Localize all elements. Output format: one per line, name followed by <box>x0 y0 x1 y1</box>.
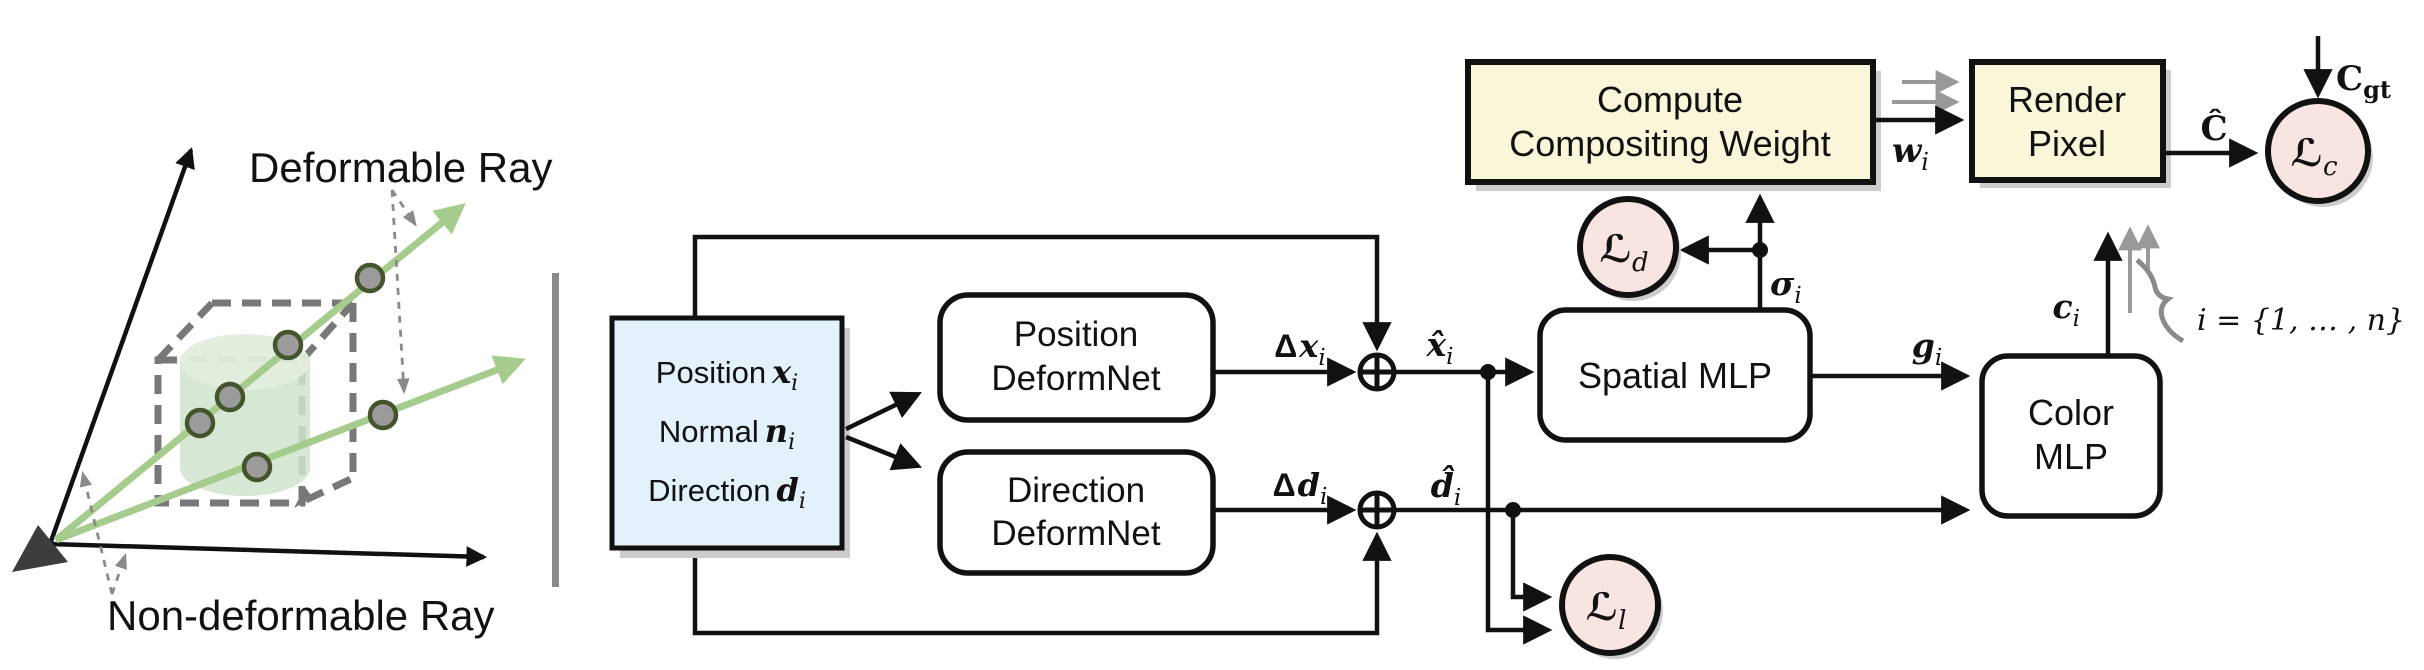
color-mlp-box <box>1979 353 2163 519</box>
g-label: gi <box>1912 326 1942 371</box>
cylinder-body <box>180 362 310 496</box>
axis-right-arrow <box>49 541 488 567</box>
d-hat-label: d̂i <box>1431 464 1461 511</box>
sample-point <box>214 381 246 413</box>
nondeformable-label-arrow-2 <box>110 553 127 595</box>
branch-arrow-direction <box>845 434 923 471</box>
cube-top-right-diagonal <box>299 300 356 363</box>
render-pixel-box <box>1969 59 2166 183</box>
deformable-ray-label: Deformable Ray <box>249 144 552 191</box>
adder-position <box>1357 352 1397 392</box>
ray-sample-points <box>184 262 399 483</box>
deformable-ray-1 <box>53 203 466 543</box>
loss-l-circle <box>1559 554 1661 656</box>
cube-corner-arrowhead <box>294 487 313 508</box>
section-divider <box>552 273 559 587</box>
cube-top-left-diagonal <box>155 300 215 363</box>
index-brace <box>2135 258 2185 344</box>
sigma-label: σi <box>1770 264 1802 309</box>
loss-l-label: ℒl <box>1586 584 1627 636</box>
direction-deformnet-box <box>937 449 1216 576</box>
spatial-mlp-label: Spatial MLP <box>1578 355 1772 396</box>
deformable-label-arrow-2 <box>390 189 410 395</box>
loss-d-label: ℒd <box>1599 226 1648 278</box>
render-pixel-line2: Pixel <box>2028 123 2106 164</box>
cube-bottom-right-diagonal <box>304 474 355 504</box>
nondeformable-label-arrow-1 <box>79 470 114 595</box>
color-mlp-line1: Color <box>2028 392 2114 433</box>
position-deformnet-line2: DeformNet <box>991 359 1160 398</box>
sample-point <box>272 329 304 361</box>
sample-point <box>367 399 399 431</box>
position-skip-wire <box>692 234 1392 352</box>
delta-x-label: Δxi <box>1274 327 1325 371</box>
camera-icon <box>12 525 68 572</box>
delta-d-label: Δdi <box>1273 466 1328 510</box>
direction-deformnet-line1: Direction <box>1007 471 1145 510</box>
sample-point <box>354 262 386 294</box>
ccw-line1: Compute <box>1597 79 1743 120</box>
adder-direction <box>1357 490 1397 530</box>
direction-deformnet-line2: DeformNet <box>991 514 1160 553</box>
input-box <box>609 315 845 551</box>
loss-c-circle <box>2265 98 2371 204</box>
deformable-label-arrow-1 <box>390 189 417 227</box>
c-label: ci <box>2053 287 2080 332</box>
position-deformnet-line1: Position <box>1014 315 1139 354</box>
position-deformnet-box <box>937 292 1216 423</box>
index-set-label: i = {1, … , n} <box>2197 303 2405 338</box>
axis-up-arrow <box>47 147 195 545</box>
non-deformable-ray-label: Non-deformable Ray <box>107 592 495 639</box>
render-pixel-line1: Render <box>2008 79 2126 120</box>
d-hat-to-loss-wire <box>1510 510 1553 612</box>
deformable-ray-2 <box>54 355 526 544</box>
loss-c-label: ℒc <box>2290 130 2338 182</box>
sample-point <box>241 451 273 483</box>
sample-point <box>184 407 216 439</box>
c-hat-label: Ĉ <box>2200 108 2227 149</box>
ccw-line2: Compositing Weight <box>1509 123 1831 164</box>
x-hat-label: x̂i <box>1425 325 1453 370</box>
compute-compositing-weight-box <box>1465 59 1876 185</box>
c-gt-label: Cgt <box>2336 59 2391 104</box>
color-mlp-line2: MLP <box>2034 436 2108 477</box>
loss-d-circle <box>1577 196 1679 298</box>
direction-skip-wire <box>692 531 1392 636</box>
ray-sketch: Deformable Ray Non-deformable Ray <box>12 144 552 639</box>
x-hat-to-loss-wire <box>1485 372 1553 645</box>
w-label: wi <box>1892 131 1929 176</box>
branch-arrow-position <box>845 391 922 432</box>
